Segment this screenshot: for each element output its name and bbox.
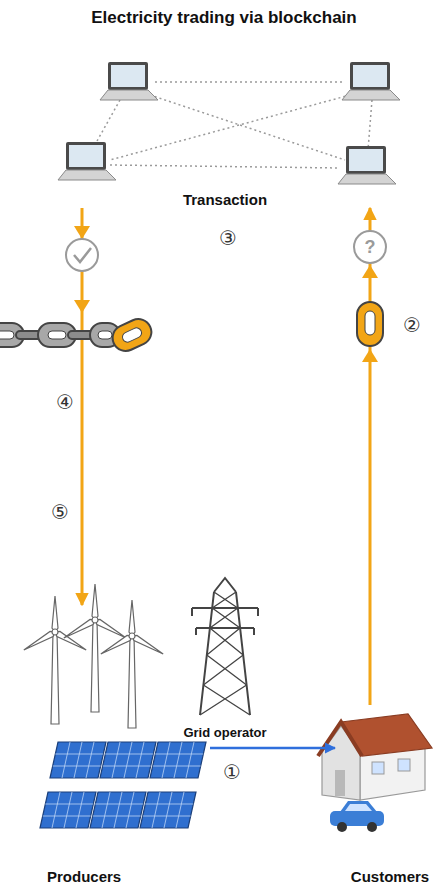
node-label: Customers (351, 868, 429, 885)
callout-number: ④ (56, 392, 74, 412)
wind-turbine (22, 584, 164, 728)
callout-number: ① (223, 762, 241, 782)
arrow-head (74, 226, 378, 362)
callout-number: ⑤ (51, 502, 69, 522)
pylon-group: Grid operator (160, 575, 290, 740)
node-label: Producers (47, 868, 121, 885)
block-link (357, 302, 383, 346)
query-circle (354, 231, 386, 263)
confirmation-arrow (81, 208, 84, 605)
callout-number: ② (403, 315, 421, 335)
solar-panel (40, 742, 206, 828)
power-flow-arrow (210, 747, 335, 750)
producer-group: Producers (0, 605, 210, 885)
laptop-icon (58, 62, 400, 184)
network-group: Transaction (40, 50, 410, 208)
house-icon (318, 714, 432, 800)
request-arrow (369, 208, 372, 705)
node-label: Transaction (183, 191, 267, 208)
car-icon (330, 801, 384, 832)
check-circle (66, 239, 98, 271)
customer-group: Customers (335, 705, 445, 885)
query-mark: ? (365, 238, 376, 256)
diagram-title: Electricity trading via blockchain (0, 8, 448, 28)
chain-symbol (0, 315, 156, 355)
network-lines (92, 82, 372, 168)
callout-number: ③ (219, 228, 237, 248)
node-label: Grid operator (183, 725, 266, 740)
pylon-symbol (192, 578, 258, 715)
